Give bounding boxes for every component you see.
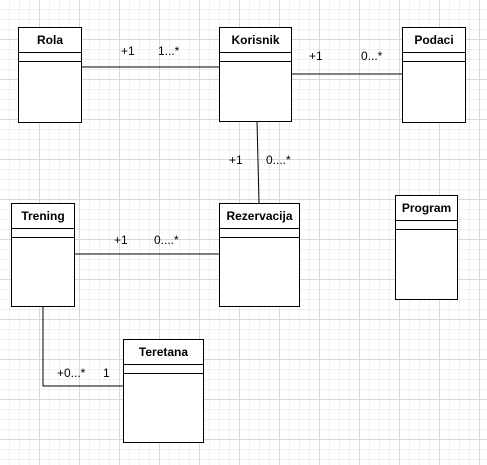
class-podaci-attributes bbox=[403, 53, 465, 62]
multiplicity-trening-teretana-source: +0...* bbox=[57, 366, 86, 380]
multiplicity-korisnik-podaci-target: 0...* bbox=[361, 49, 383, 63]
multiplicity-trening-rezervacija-source: +1 bbox=[114, 233, 128, 247]
class-korisnik-attributes bbox=[220, 53, 291, 62]
class-teretana-attributes bbox=[124, 365, 203, 374]
multiplicity-korisnik-rezervacija-target: 0....* bbox=[266, 153, 291, 167]
class-rezervacija-name: Rezervacija bbox=[220, 204, 299, 229]
class-program[interactable]: Program bbox=[395, 195, 458, 300]
class-trening-methods bbox=[12, 238, 74, 306]
class-program-methods bbox=[396, 230, 457, 299]
class-rola-name: Rola bbox=[19, 28, 81, 53]
class-program-attributes bbox=[396, 221, 457, 230]
multiplicity-korisnik-podaci-source: +1 bbox=[309, 49, 323, 63]
class-rezervacija-methods bbox=[220, 238, 299, 306]
class-program-name: Program bbox=[396, 196, 457, 221]
class-rezervacija-attributes bbox=[220, 229, 299, 238]
class-korisnik[interactable]: Korisnik bbox=[219, 27, 292, 122]
association-line-korisnik-rezervacija[interactable] bbox=[256, 120, 260, 204]
class-korisnik-methods bbox=[220, 62, 291, 121]
class-podaci[interactable]: Podaci bbox=[402, 27, 466, 123]
class-rola-methods bbox=[19, 62, 81, 122]
multiplicity-trening-teretana-target: 1 bbox=[103, 366, 110, 380]
multiplicity-rola-korisnik-source: +1 bbox=[121, 44, 135, 58]
class-trening-attributes bbox=[12, 229, 74, 238]
multiplicity-trening-rezervacija-target: 0....* bbox=[154, 233, 179, 247]
class-teretana[interactable]: Teretana bbox=[123, 339, 204, 443]
association-line-trening-teretana[interactable] bbox=[42, 306, 123, 387]
class-teretana-methods bbox=[124, 374, 203, 442]
class-rola[interactable]: Rola bbox=[18, 27, 82, 123]
multiplicity-korisnik-rezervacija-source: +1 bbox=[229, 153, 243, 167]
class-podaci-name: Podaci bbox=[403, 28, 465, 53]
class-rola-attributes bbox=[19, 53, 81, 62]
class-rezervacija[interactable]: Rezervacija bbox=[219, 203, 300, 307]
class-trening-name: Trening bbox=[12, 204, 74, 229]
class-teretana-name: Teretana bbox=[124, 340, 203, 365]
class-trening[interactable]: Trening bbox=[11, 203, 75, 307]
class-podaci-methods bbox=[403, 62, 465, 122]
class-korisnik-name: Korisnik bbox=[220, 28, 291, 53]
multiplicity-rola-korisnik-target: 1...* bbox=[158, 44, 180, 58]
